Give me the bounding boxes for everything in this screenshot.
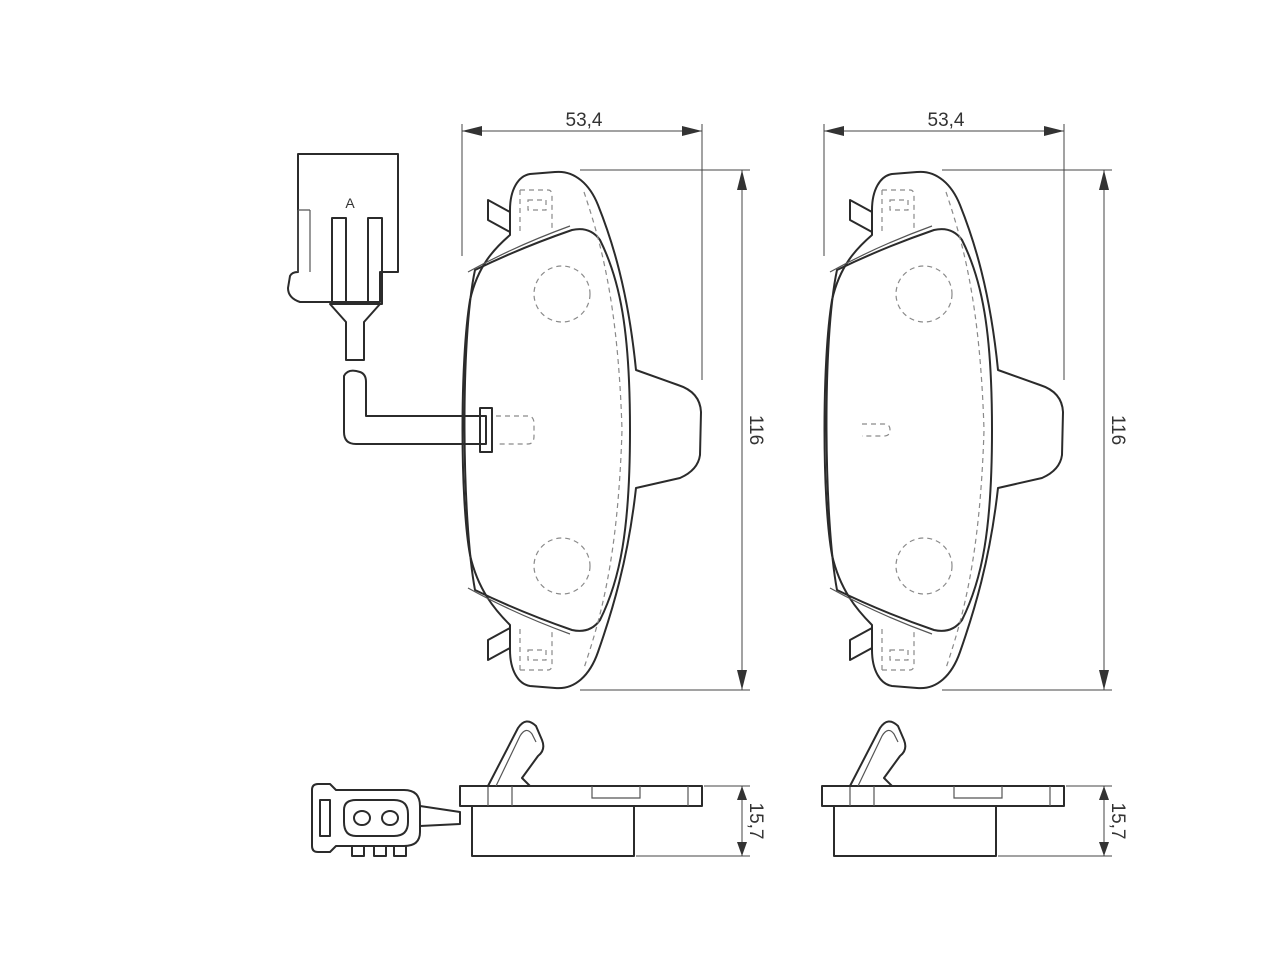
right-width-dimension: 53,4 (823, 110, 1065, 380)
left-thickness-dimension: 15,7 (636, 785, 766, 857)
left-thickness-label: 15,7 (745, 803, 766, 840)
right-thickness-dimension: 15,7 (998, 785, 1128, 857)
right-pad-front-view (823, 170, 1064, 690)
wear-sensor-cable (343, 369, 493, 453)
right-width-label: 53,4 (928, 110, 965, 131)
right-thickness-label: 15,7 (1107, 803, 1128, 840)
left-height-dimension: 116 (580, 169, 766, 691)
left-height-label: 116 (745, 415, 766, 445)
left-width-label: 53,4 (566, 110, 603, 131)
right-height-label: 116 (1107, 415, 1128, 445)
right-pad-side-view (821, 720, 1065, 857)
right-height-dimension: 116 (942, 169, 1128, 691)
wear-sensor-connector: A (287, 153, 399, 361)
left-width-dimension: 53,4 (461, 110, 703, 380)
connector-label: A (345, 195, 355, 211)
left-pad-side-view (311, 720, 703, 857)
left-pad-front-view (461, 170, 702, 690)
